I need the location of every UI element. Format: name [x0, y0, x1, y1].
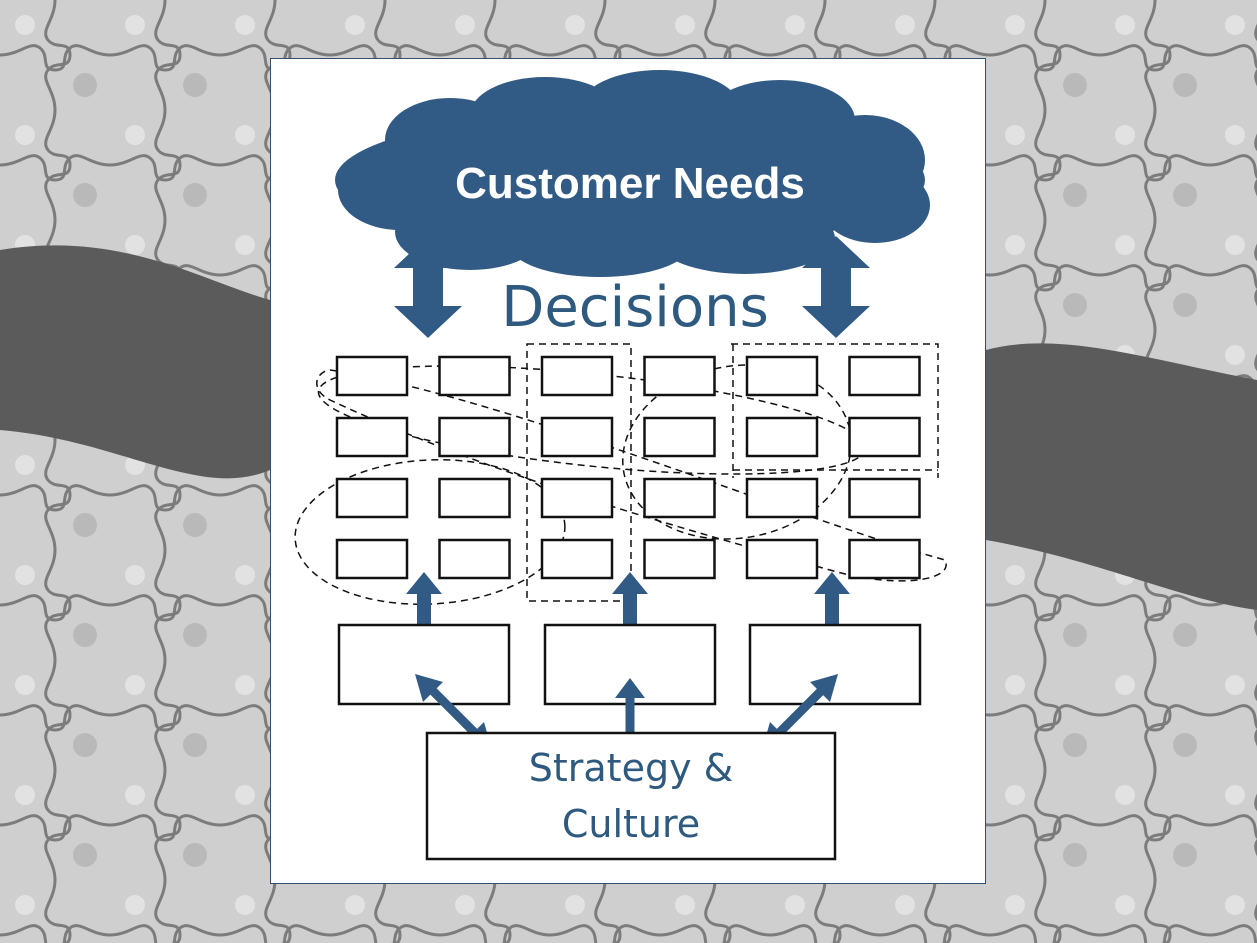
decision-grid [335, 355, 921, 580]
decision-box [745, 538, 819, 580]
decision-box [438, 416, 511, 458]
customer-needs-label: Customer Needs [455, 159, 805, 208]
decision-box [335, 538, 409, 580]
decision-box [848, 416, 921, 458]
decision-box [438, 477, 511, 519]
decision-box [745, 355, 819, 397]
decision-box [745, 416, 819, 458]
decision-box [438, 355, 511, 397]
decision-box [643, 355, 716, 397]
decision-box [540, 538, 614, 580]
decision-box [643, 416, 716, 458]
decision-box [848, 477, 921, 519]
decision-box [335, 477, 409, 519]
cloud-double-arrow-left [394, 236, 462, 338]
decision-box [438, 538, 511, 580]
decision-box [643, 477, 716, 519]
middle-box-3 [748, 623, 922, 706]
decision-box [335, 355, 409, 397]
decision-box [745, 477, 819, 519]
decision-box [540, 416, 614, 458]
decision-box [643, 538, 716, 580]
decision-box [540, 477, 614, 519]
customer-needs-cloud [335, 70, 930, 277]
decision-box [848, 538, 921, 580]
decision-box [335, 416, 409, 458]
decisions-label: Decisions [501, 275, 769, 340]
decision-box [540, 355, 614, 397]
decision-box [848, 355, 921, 397]
strategy-culture-box [425, 731, 837, 861]
cloud-double-arrow-right [802, 236, 870, 338]
strategy-culture-label: Strategy & Culture [528, 746, 734, 846]
